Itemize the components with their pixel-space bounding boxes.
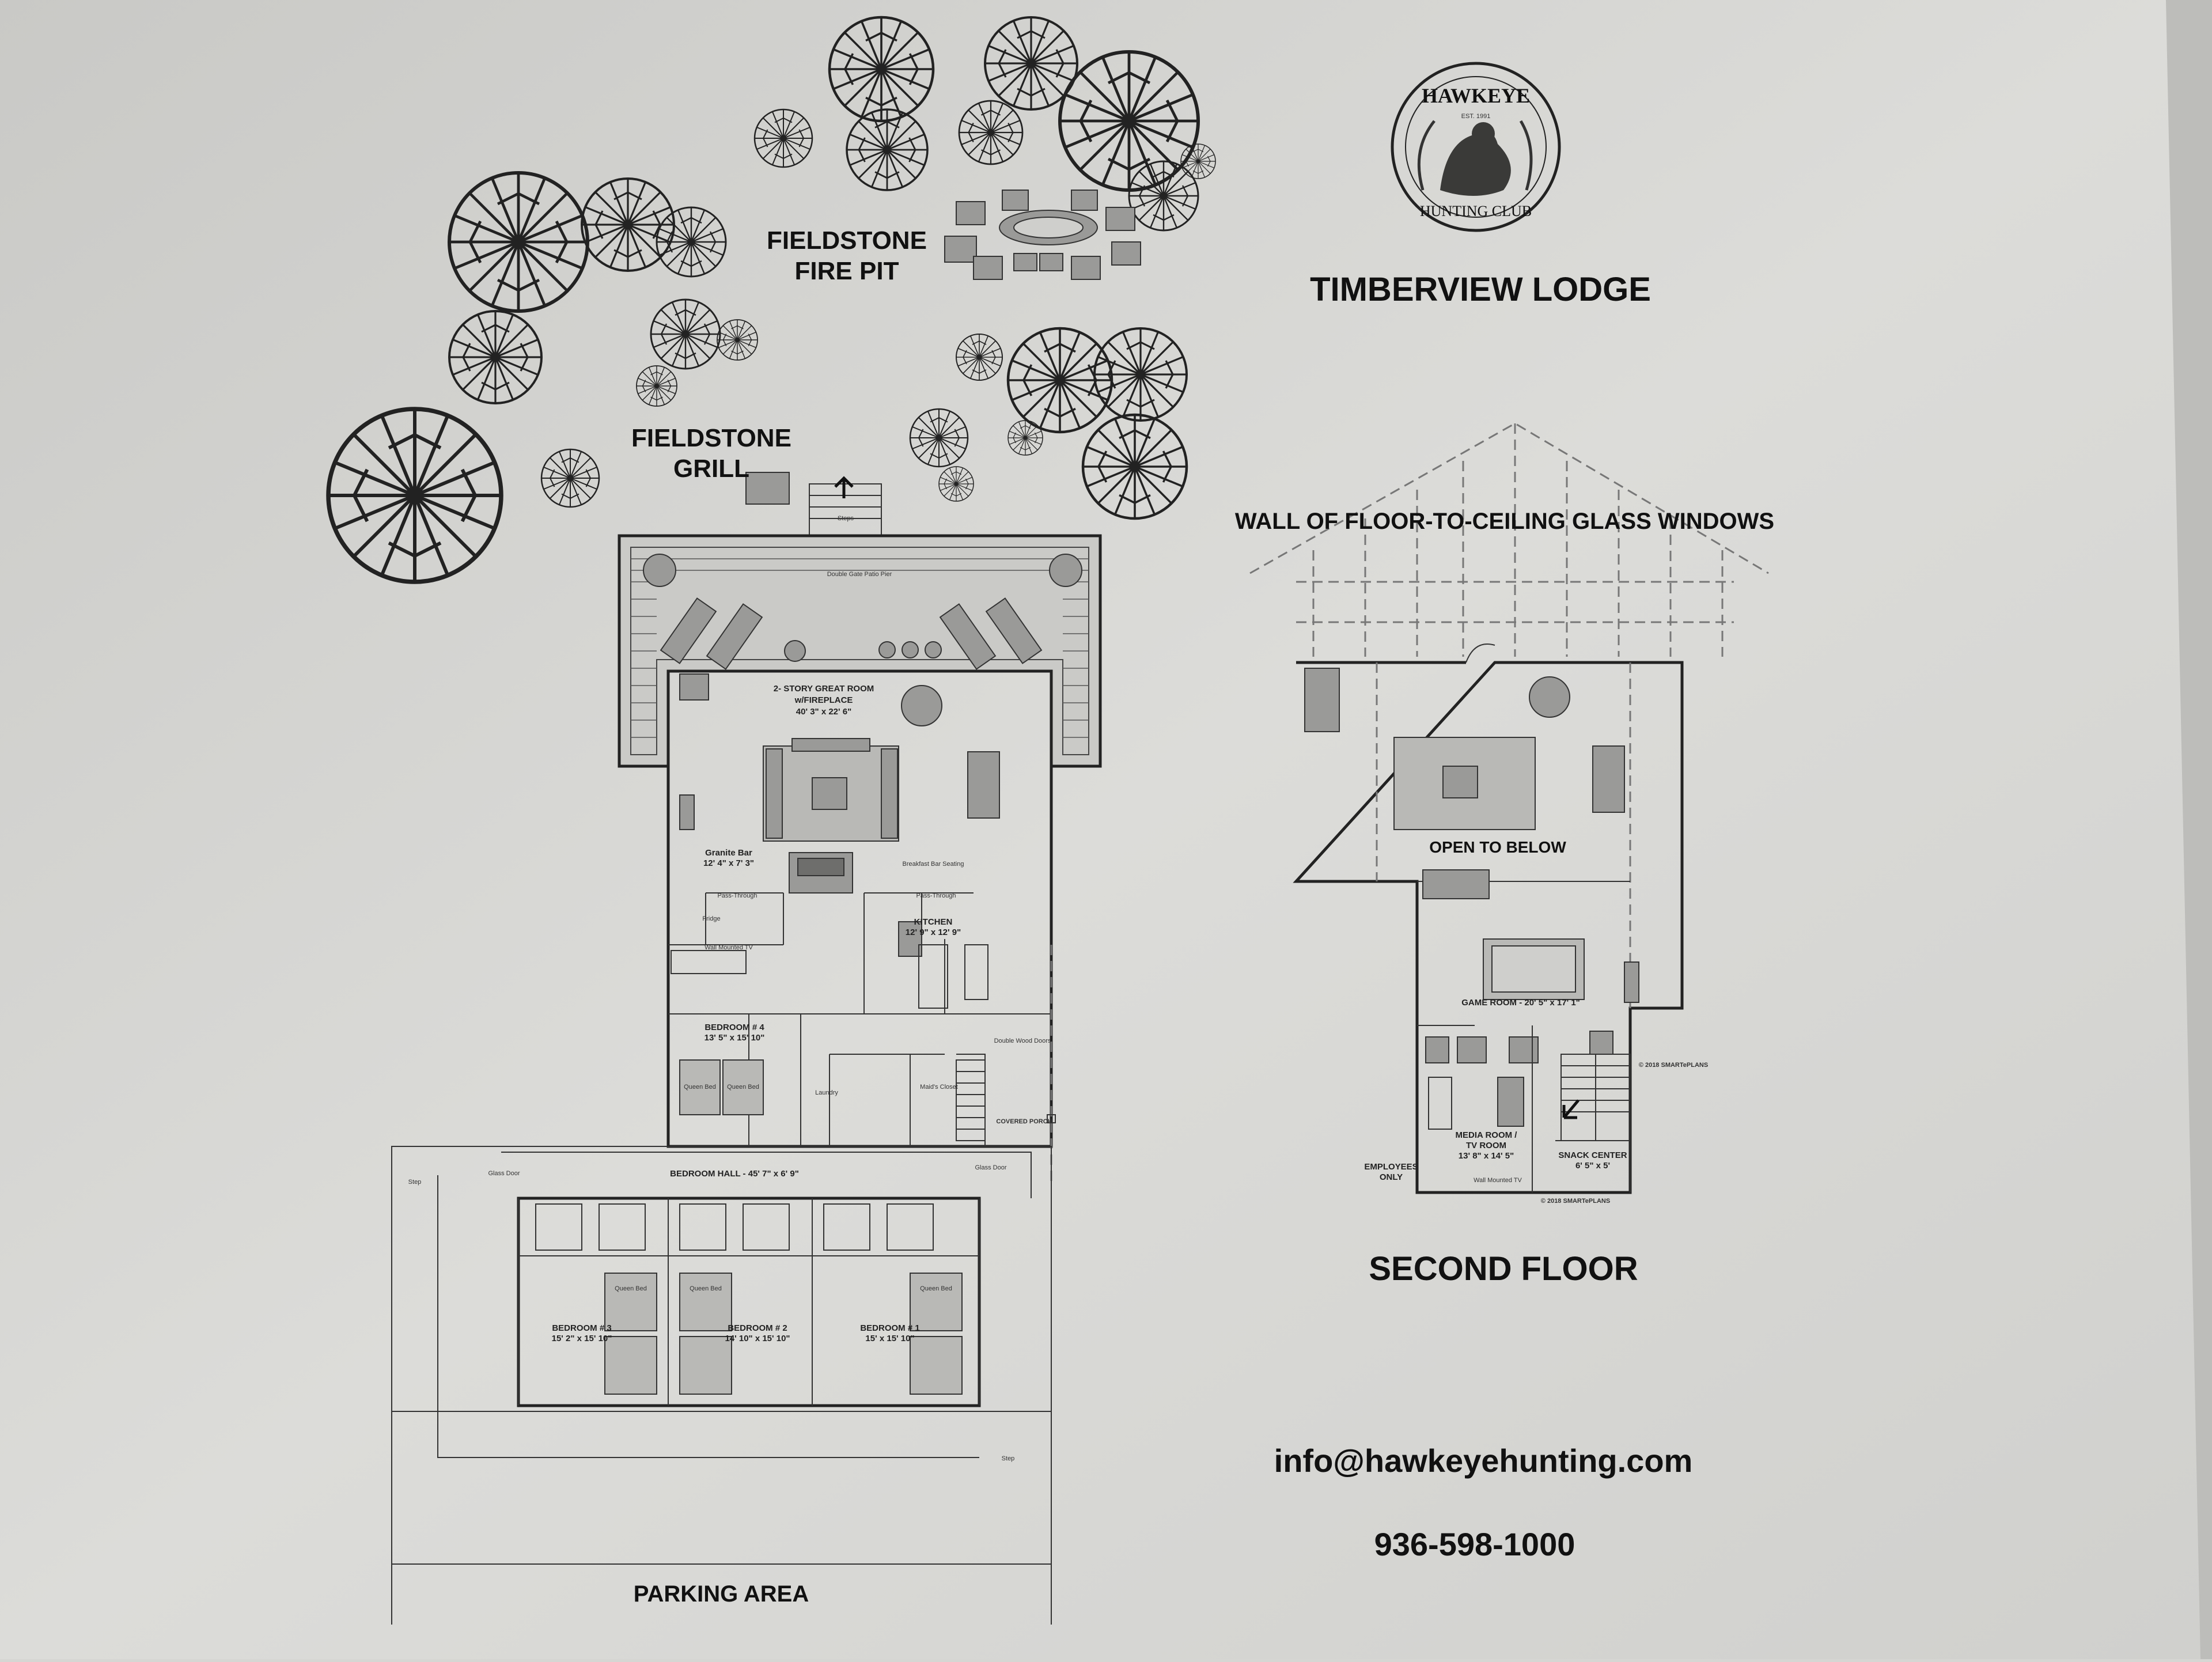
grill-label-1: FIELDSTONE [631, 424, 791, 452]
arrow-up-icon [834, 476, 854, 498]
bedroom-hall-label: BEDROOM HALL - 45' 7" x 6' 9" [670, 1169, 799, 1179]
steps-label: Steps [838, 515, 854, 522]
laundry-label: Laundry [815, 1089, 838, 1096]
covered-porch-label: COVERED PORCH [996, 1118, 1052, 1125]
pass-through-label-1: Pass-Through [717, 892, 757, 899]
granite-bar-label: Granite Bar [705, 848, 752, 858]
queen-bed-label: Queen Bed [727, 1084, 759, 1091]
bedroom4-dim: 13' 5" x 15' 10" [704, 1033, 765, 1043]
snack-center-label: SNACK CENTER [1558, 1150, 1627, 1160]
pass-through-label-2: Pass-Through [916, 892, 956, 899]
open-below-label: OPEN TO BELOW [1429, 838, 1566, 856]
bedroom3-label: BEDROOM # 3 [552, 1323, 611, 1333]
queen-bed-label: Queen Bed [684, 1084, 716, 1091]
bedroom1-label: BEDROOM # 1 [860, 1323, 919, 1333]
kitchen-label: KITCHEN [914, 917, 953, 927]
granite-bar-dim: 12' 4" x 7' 3" [703, 858, 754, 868]
employees-label-1: EMPLOYEES [1364, 1162, 1418, 1172]
first-floor-plan [391, 476, 1102, 1625]
text-labels: HAWKEYE EST. 1991 HUNTING CLUB TIMBERVIE… [408, 84, 1774, 1607]
fire-pit-label-2: FIRE PIT [795, 257, 899, 285]
great-room-dim: 40' 3" x 22' 6" [796, 707, 851, 717]
logo-bottom-text: HUNTING CLUB [1420, 203, 1532, 219]
queen-bed-label: Queen Bed [615, 1285, 647, 1292]
grill-label-2: GRILL [673, 455, 749, 483]
media-room-label-1: MEDIA ROOM / [1456, 1130, 1518, 1140]
maids-closet-label: Maid's Closet [920, 1084, 958, 1091]
great-room-label-1: 2- STORY GREAT ROOM [774, 684, 874, 694]
hawkeye-logo [1391, 62, 1561, 232]
fridge-label: Fridge [702, 915, 720, 922]
media-room-dim: 13' 8" x 14' 5" [1459, 1151, 1514, 1161]
bedroom3-dim: 15' 2" x 15' 10" [552, 1334, 612, 1343]
deck-note: Double Gate Patio Pier [827, 571, 892, 578]
step-label-right: Step [1002, 1455, 1015, 1462]
employees-label-2: ONLY [1380, 1172, 1403, 1182]
fire-pit-icon [944, 190, 1141, 280]
kitchen-dim: 12' 9" x 12' 9" [906, 927, 961, 937]
parking-label: PARKING AREA [634, 1581, 809, 1607]
media-room-label-2: TV ROOM [1466, 1141, 1506, 1150]
second-floor-title: SECOND FLOOR [1369, 1250, 1638, 1288]
wall-tv-label: Wall Mounted TV [704, 944, 753, 951]
great-room-label-2: w/FIREPLACE [794, 695, 853, 705]
windows-label: WALL OF FLOOR-TO-CEILING GLASS WINDOWS [1235, 509, 1774, 534]
glass-door-label-2: Glass Door [975, 1164, 1006, 1171]
breakfast-bar-label: Breakfast Bar Seating [902, 861, 964, 868]
second-floor-plan [1249, 422, 1769, 1194]
snack-center-dim: 6' 5" x 5' [1575, 1161, 1610, 1171]
logo-est-text: EST. 1991 [1461, 113, 1491, 120]
double-doors-label: Double Wood Doors [994, 1038, 1051, 1044]
lodge-title: TIMBERVIEW LODGE [1310, 271, 1651, 308]
logo-top-text: HAWKEYE [1422, 84, 1530, 107]
arrow-down-icon [1562, 1099, 1580, 1119]
fire-pit-label-1: FIELDSTONE [767, 226, 927, 255]
step-label-left: Step [408, 1179, 422, 1186]
queen-bed-label: Queen Bed [920, 1285, 952, 1292]
bedroom4-label: BEDROOM # 4 [704, 1023, 764, 1032]
email-text: info@hawkeyehunting.com [1274, 1443, 1693, 1479]
upper-wall-tv-label: Wall Mounted TV [1474, 1177, 1522, 1184]
bedroom1-dim: 15' x 15' 10" [865, 1334, 914, 1343]
game-room-label: GAME ROOM - 20' 5" x 17' 1" [1461, 998, 1580, 1008]
glass-door-label-1: Glass Door [488, 1170, 520, 1177]
copyright-label-1: © 2018 SMARTePLANS [1639, 1062, 1708, 1069]
copyright-label-2: © 2018 SMARTePLANS [1541, 1198, 1610, 1205]
grill-icon [745, 472, 790, 505]
phone-text: 936-598-1000 [1374, 1526, 1575, 1562]
bedroom2-dim: 14' 10" x 15' 10" [725, 1334, 790, 1343]
queen-bed-label: Queen Bed [690, 1285, 722, 1292]
bedroom2-label: BEDROOM # 2 [728, 1323, 787, 1333]
